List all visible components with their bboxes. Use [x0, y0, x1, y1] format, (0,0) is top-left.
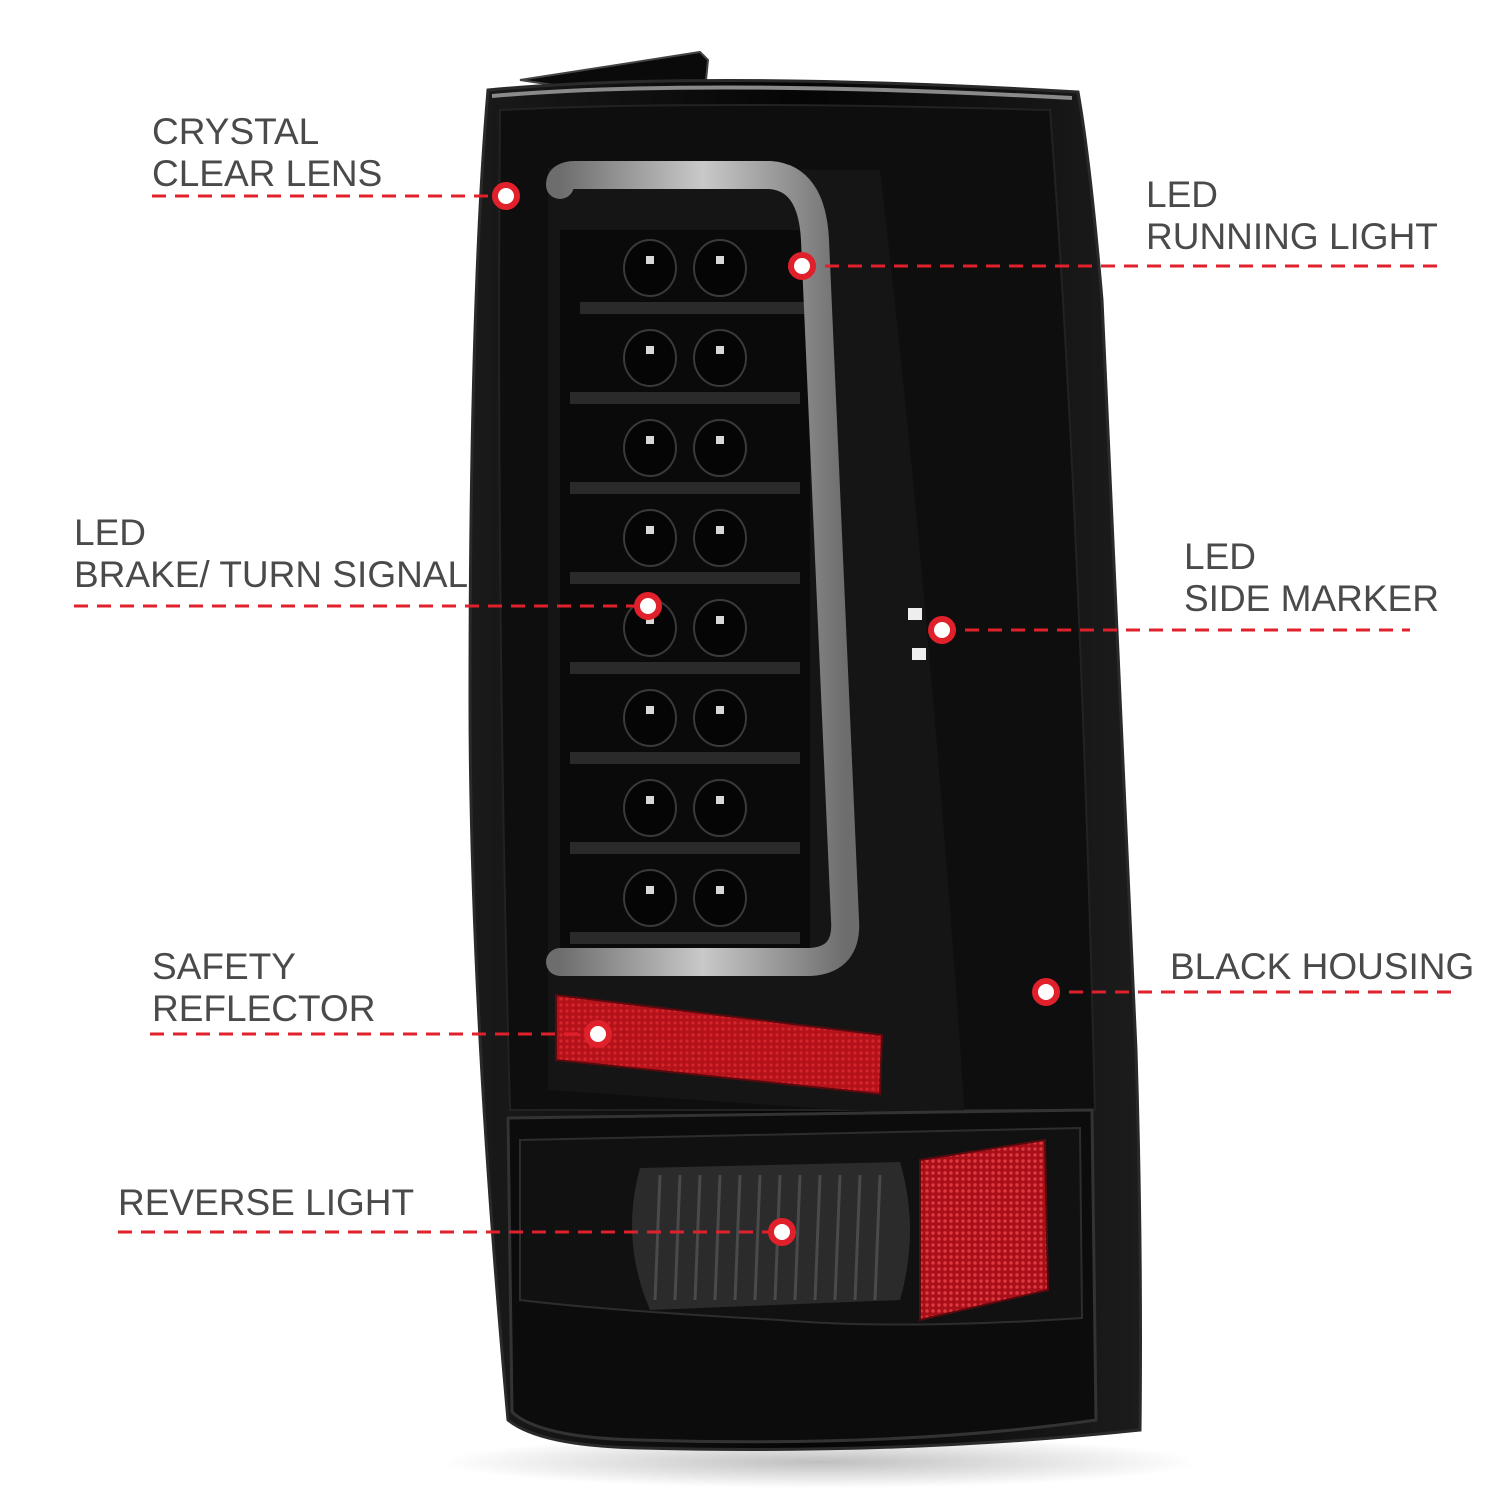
led-chip	[716, 886, 724, 894]
led-cup	[693, 329, 747, 387]
label-line: LED	[1184, 536, 1256, 577]
callout-dot-led-side-marker	[928, 616, 956, 644]
reverse-rib	[693, 1174, 702, 1301]
reverse-rib	[733, 1174, 742, 1301]
led-chip	[646, 796, 654, 804]
label-line: SIDE MARKER	[1184, 578, 1439, 619]
led-array	[560, 230, 810, 950]
led-chip	[646, 256, 654, 264]
led-chip	[716, 346, 724, 354]
label-safety-reflector: SAFETY REFLECTOR	[152, 946, 375, 1030]
label-line: LED	[1146, 174, 1218, 215]
side-marker-chip	[912, 648, 926, 660]
led-shelf	[570, 752, 800, 764]
label-crystal-clear-lens: CRYSTAL CLEAR LENS	[152, 111, 382, 195]
reverse-ribs	[653, 1174, 882, 1301]
led-cup	[623, 509, 677, 567]
label-led-running-light: LED RUNNING LIGHT	[1146, 174, 1438, 258]
led-chip	[646, 706, 654, 714]
led-chip	[646, 436, 654, 444]
label-line: CRYSTAL	[152, 111, 320, 152]
led-cup	[693, 419, 747, 477]
led-chip	[646, 526, 654, 534]
label-led-side-marker: LED SIDE MARKER	[1184, 536, 1439, 620]
led-cup	[623, 329, 677, 387]
label-line: REFLECTOR	[152, 988, 376, 1029]
label-line: REVERSE LIGHT	[118, 1182, 415, 1223]
label-black-housing: BLACK HOUSING	[1170, 946, 1474, 988]
reverse-rib	[813, 1174, 822, 1301]
callout-dot-black-housing	[1032, 978, 1060, 1006]
led-cup	[693, 689, 747, 747]
led-cup	[623, 239, 677, 297]
reverse-rib	[713, 1174, 722, 1301]
reverse-rib	[653, 1174, 662, 1301]
callout-dot-reverse-light	[768, 1218, 796, 1246]
led-cup	[623, 779, 677, 837]
reverse-rib	[673, 1174, 682, 1301]
side-marker-chip	[908, 608, 922, 620]
callout-dot-safety-reflector	[584, 1020, 612, 1048]
led-shelf	[570, 572, 800, 584]
callout-dots	[492, 182, 1060, 1246]
housing-edge	[491, 85, 1073, 100]
label-line: SAFETY	[152, 946, 296, 987]
reverse-rib	[833, 1174, 842, 1301]
callout-dot-led-running-light	[788, 252, 816, 280]
callout-dot-led-brake-turn-signal	[634, 592, 662, 620]
label-line: CLEAR LENS	[152, 153, 383, 194]
led-cup	[623, 689, 677, 747]
reverse-rib	[753, 1174, 762, 1301]
led-cup	[693, 869, 747, 927]
led-shelf	[570, 482, 800, 494]
led-chip	[716, 796, 724, 804]
led-chip	[646, 346, 654, 354]
led-cup	[693, 509, 747, 567]
led-shelf	[570, 392, 800, 404]
label-reverse-light: REVERSE LIGHT	[118, 1182, 414, 1224]
led-chip	[716, 616, 724, 624]
leader-line-group	[74, 194, 1452, 1234]
label-line: LED	[74, 512, 146, 553]
led-cup	[623, 869, 677, 927]
led-chip	[646, 886, 654, 894]
led-chip	[716, 256, 724, 264]
led-chip	[716, 436, 724, 444]
led-chip	[646, 616, 654, 624]
callout-dot-crystal-clear-lens	[492, 182, 520, 210]
led-chip	[716, 706, 724, 714]
led-shelf	[580, 302, 810, 314]
led-cup	[623, 419, 677, 477]
label-line: RUNNING LIGHT	[1146, 216, 1438, 257]
light-bar	[546, 161, 860, 976]
reverse-rib	[853, 1174, 862, 1301]
led-cup	[693, 599, 747, 657]
led-shelf	[570, 842, 800, 854]
label-led-brake-turn-signal: LED BRAKE/ TURN SIGNAL	[74, 512, 468, 596]
led-shelf	[570, 932, 800, 944]
led-cup	[693, 779, 747, 837]
side-reflector	[919, 1138, 1050, 1322]
reverse-rib	[873, 1174, 882, 1301]
safety-reflector	[555, 993, 884, 1096]
led-chip	[716, 526, 724, 534]
reverse-rib	[793, 1174, 802, 1301]
label-line: BRAKE/ TURN SIGNAL	[74, 554, 469, 595]
led-cup	[693, 239, 747, 297]
label-line: BLACK HOUSING	[1170, 946, 1475, 987]
led-shelf	[570, 662, 800, 674]
